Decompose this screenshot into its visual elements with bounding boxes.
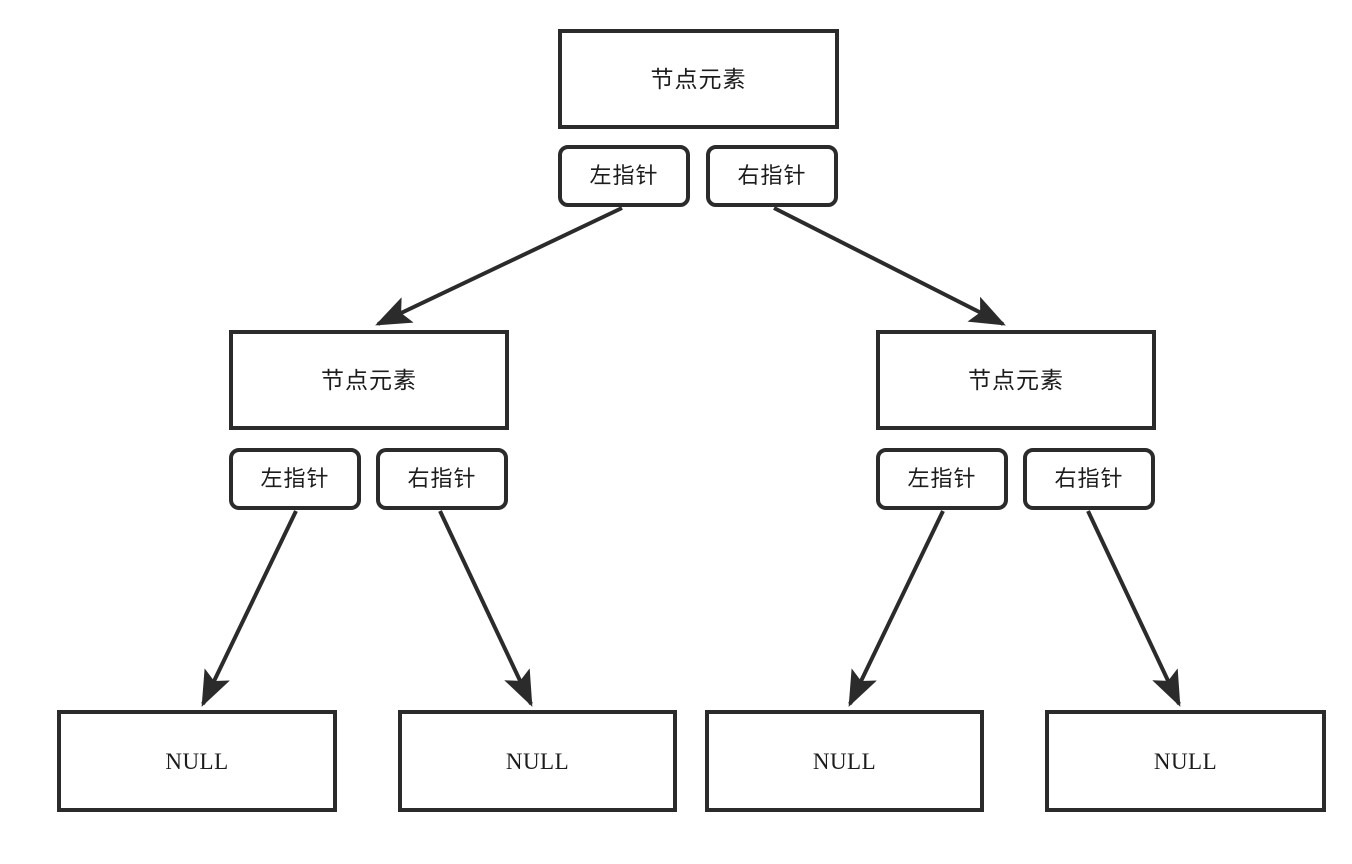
left-child-right-pointer-box[interactable]: 右指针 xyxy=(376,448,508,510)
root-right-pointer-label: 右指针 xyxy=(737,163,807,188)
null-box-4[interactable]: NULL xyxy=(1045,710,1326,812)
null-box-3[interactable]: NULL xyxy=(705,710,984,812)
left-child-left-pointer-box[interactable]: 左指针 xyxy=(229,448,361,510)
edge-right-child-left-to-null-3 xyxy=(848,510,945,707)
root-element-box[interactable]: 节点元素 xyxy=(558,29,839,129)
null-box-3-label: NULL xyxy=(812,748,877,774)
left-child-element-label: 节点元素 xyxy=(321,366,417,393)
null-box-4-label: NULL xyxy=(1153,748,1218,774)
edge-root-left-to-left-child xyxy=(375,206,623,326)
root-right-pointer-box[interactable]: 右指针 xyxy=(706,145,838,207)
left-child-left-pointer-label: 左指针 xyxy=(260,466,330,491)
right-child-right-pointer-label: 右指针 xyxy=(1054,466,1124,491)
right-child-left-pointer-box[interactable]: 左指针 xyxy=(876,448,1008,510)
edge-root-right-to-right-child xyxy=(773,206,1006,326)
null-box-1-label: NULL xyxy=(165,748,229,774)
null-box-2-label: NULL xyxy=(505,748,570,774)
right-child-element-label: 节点元素 xyxy=(968,366,1064,393)
left-child-element-box[interactable]: 节点元素 xyxy=(229,330,509,430)
null-box-2[interactable]: NULL xyxy=(398,710,677,812)
root-element-label: 节点元素 xyxy=(650,65,747,92)
edge-right-child-right-to-null-4 xyxy=(1086,510,1181,707)
root-left-pointer-label: 左指针 xyxy=(589,163,659,188)
edge-left-child-left-to-null-1 xyxy=(201,510,298,707)
root-left-pointer-box[interactable]: 左指针 xyxy=(558,145,690,207)
null-box-1[interactable]: NULL xyxy=(57,710,337,812)
left-child-right-pointer-label: 右指针 xyxy=(407,466,477,491)
edge-left-child-right-to-null-2 xyxy=(438,510,533,707)
right-child-right-pointer-box[interactable]: 右指针 xyxy=(1023,448,1155,510)
right-child-element-box[interactable]: 节点元素 xyxy=(876,330,1156,430)
right-child-left-pointer-label: 左指针 xyxy=(907,466,977,491)
